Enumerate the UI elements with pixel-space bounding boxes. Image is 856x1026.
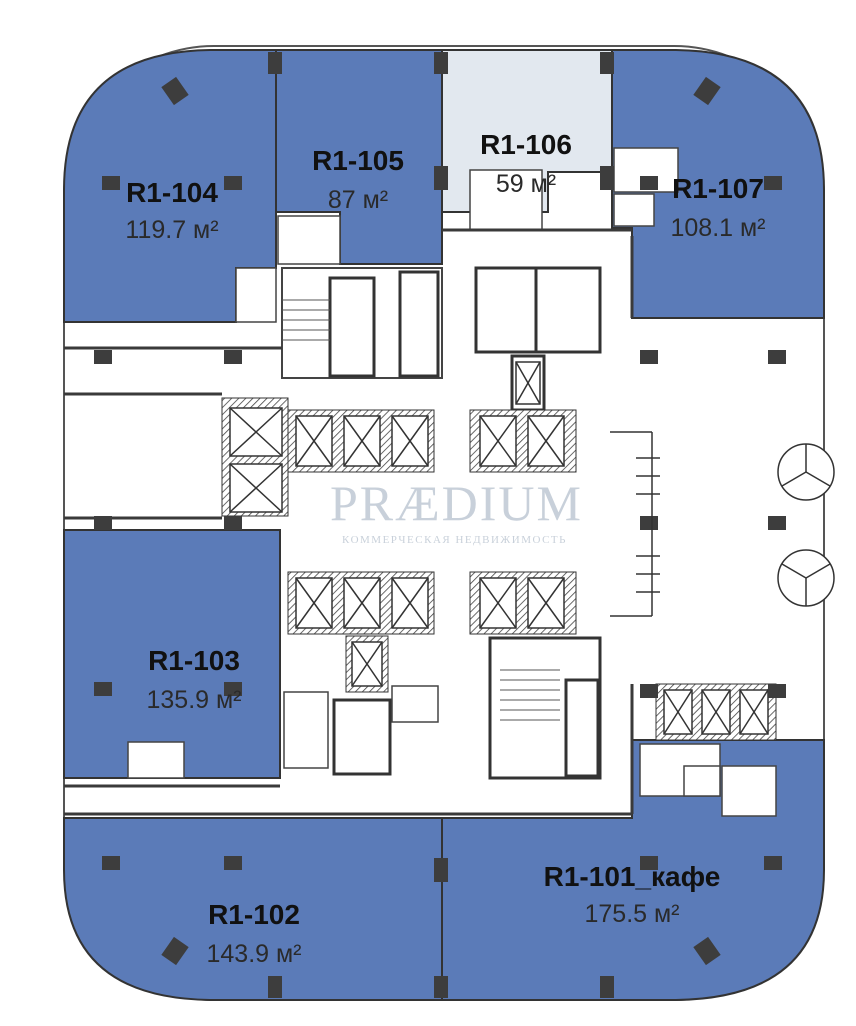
watermark-tagline: КОММЕРЧЕСКАЯ НЕДВИЖИМОСТЬ [342, 534, 567, 546]
unit-area-r1-107[interactable] [611, 49, 825, 319]
structural-columns [94, 52, 786, 998]
unit-name-r1-107: R1-107 [672, 173, 764, 204]
unit-area-label-r1-101: 175.5 м² [584, 900, 679, 928]
unit-area-r1-103[interactable] [63, 529, 281, 779]
watermark: PRÆDIUM КОММЕРЧЕСКАЯ НЕДВИЖИМОСТЬ [330, 475, 583, 546]
unit-name-r1-102: R1-102 [208, 899, 300, 930]
unit-labels: R1-104 119.7 м² R1-105 87 м² R1-106 59 м… [125, 129, 765, 968]
unit-area-label-r1-102: 143.9 м² [206, 940, 301, 968]
elevator-cabins [229, 361, 769, 735]
unit-area-label-r1-107: 108.1 м² [670, 214, 765, 242]
unit-area-label-r1-103: 135.9 м² [146, 686, 241, 714]
unit-area-r1-102[interactable] [63, 817, 443, 1001]
unit-name-r1-106: R1-106 [480, 129, 572, 160]
unit-area-label-r1-104: 119.7 м² [125, 216, 218, 244]
watermark-brand: PRÆDIUM [330, 475, 583, 531]
unit-name-r1-103: R1-103 [148, 645, 240, 676]
corridor-walls [64, 228, 634, 816]
unit-area-r1-104[interactable] [63, 49, 277, 323]
unit-name-r1-104: R1-104 [126, 177, 218, 208]
unit-name-r1-105: R1-105 [312, 145, 404, 176]
unit-name-r1-101: R1-101_кафе [544, 861, 721, 892]
unit-area-label-r1-106: 59 м² [496, 170, 556, 198]
revolving-door-icon [777, 443, 835, 607]
unit-area-label-r1-105: 87 м² [328, 186, 388, 214]
turnstiles [610, 431, 660, 617]
